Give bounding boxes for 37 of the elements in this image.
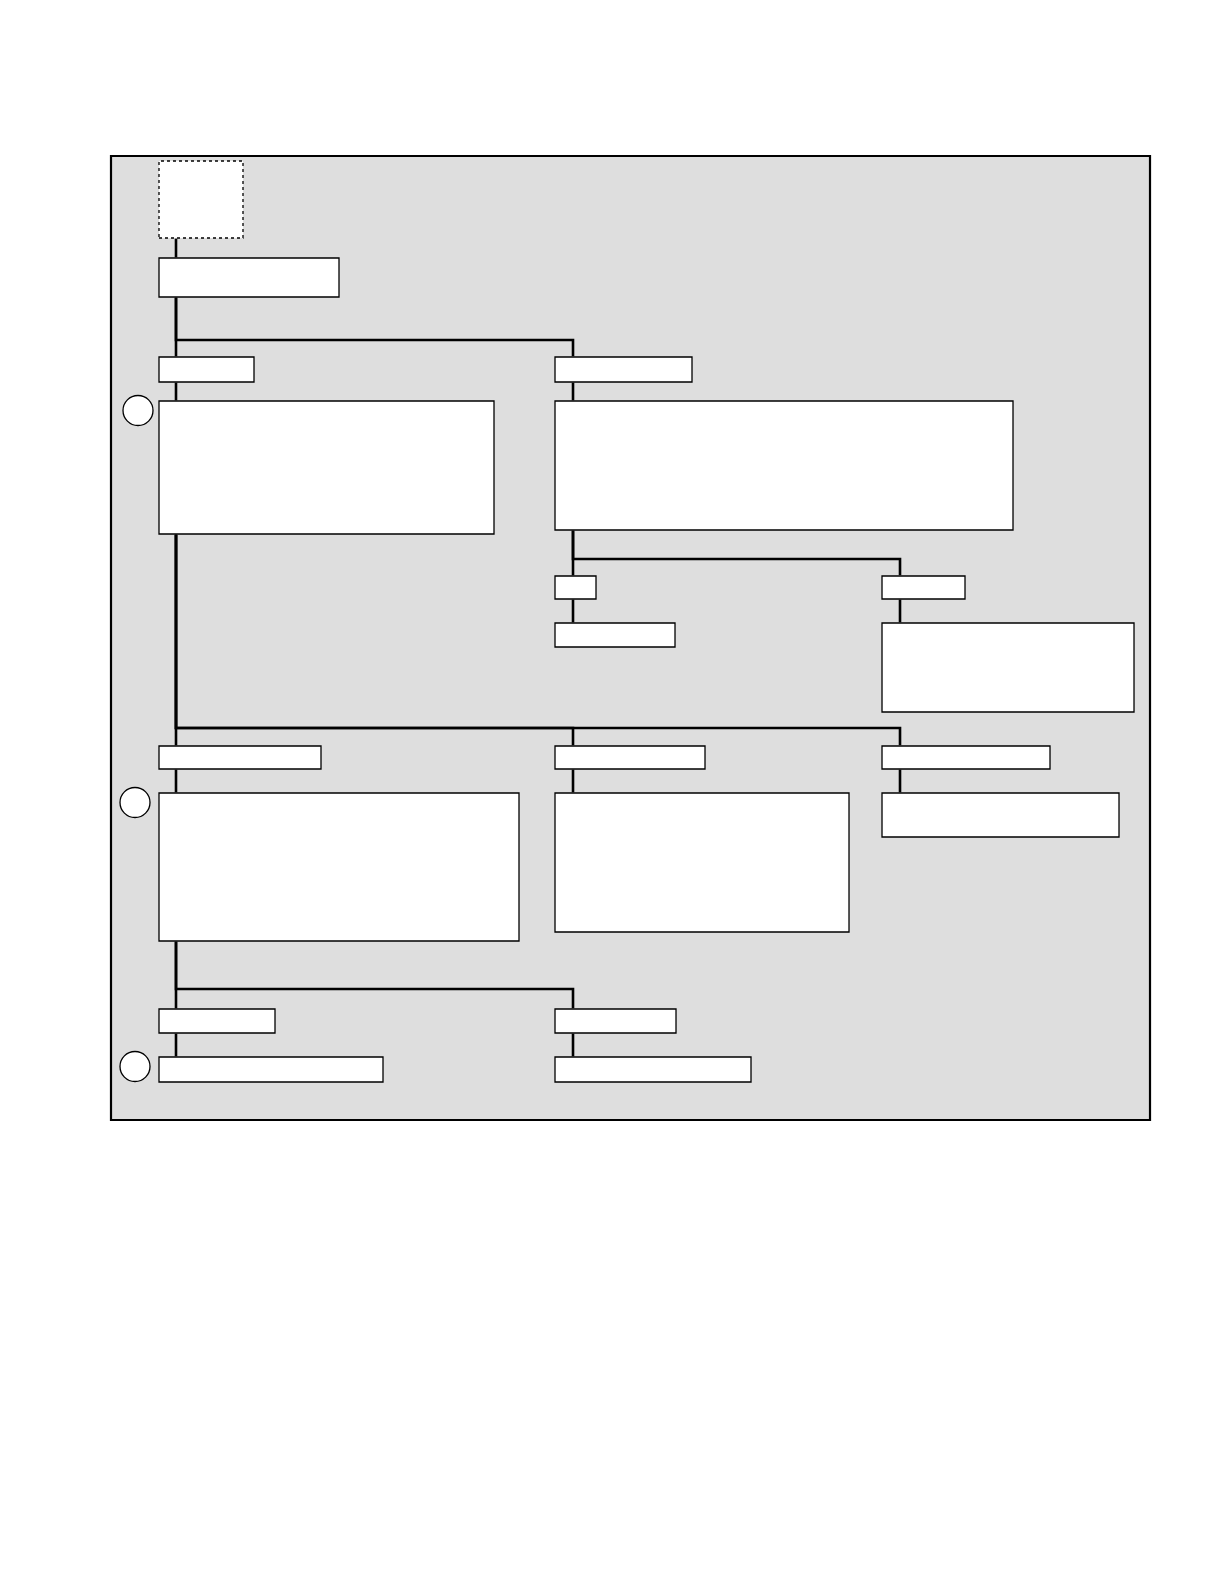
process-box [158,745,322,770]
callout-circle [119,1050,151,1083]
process-box [158,356,255,383]
process-box [158,257,340,298]
connector-line [174,941,575,1009]
process-box [881,575,966,600]
connector-line [571,769,575,793]
connector-line [174,769,178,793]
connector-line [571,1033,575,1057]
process-box [158,1008,276,1034]
connector-line [174,382,178,401]
connector-line [174,297,575,357]
process-box [554,622,676,648]
process-box [554,1008,677,1034]
process-box [158,1056,384,1083]
connector-line [174,534,902,746]
connector-line [571,530,902,576]
connector-line [898,599,902,623]
process-box [554,400,1014,531]
callout-circle [122,394,154,427]
dashed-box [158,160,244,239]
process-box [158,792,520,942]
process-box [554,1056,752,1083]
process-box [554,745,706,770]
process-box [881,745,1051,770]
process-box [881,622,1135,713]
process-box [881,792,1120,838]
callout-circle [119,786,151,819]
connector-line [571,599,575,623]
connector-line [898,769,902,793]
connector-line [174,1033,178,1057]
process-box [158,400,495,535]
process-box [554,356,693,383]
connector-line [571,382,575,401]
connector-line [174,238,178,258]
process-box [554,792,850,933]
process-box [554,575,597,600]
